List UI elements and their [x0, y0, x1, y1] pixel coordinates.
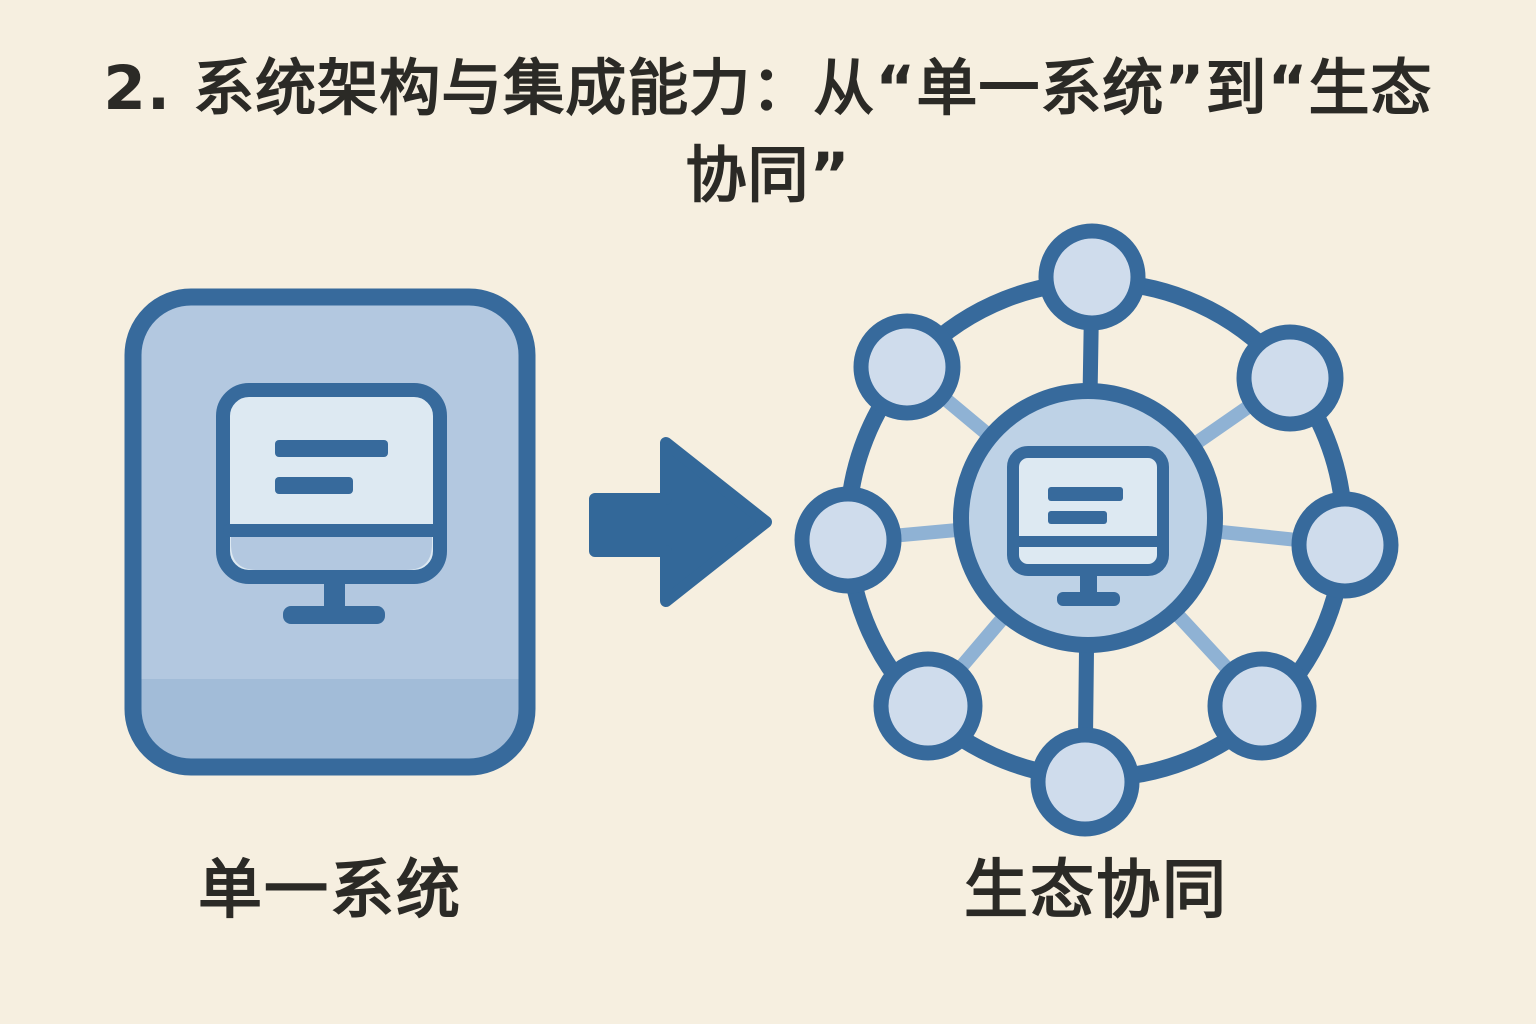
page-title: 2. 系统架构与集成能力：从“单一系统”到“生态 协同”: [0, 46, 1536, 219]
screen-text-line: [275, 477, 353, 494]
network-node: [794, 486, 902, 594]
desktop-monitor-icon: [216, 383, 447, 624]
network-node: [873, 651, 983, 761]
network-node: [1038, 223, 1146, 331]
screen-text-line: [1048, 511, 1107, 524]
page-title-line-2: 协同”: [685, 139, 851, 211]
single-system-label: 单一系统: [198, 854, 462, 928]
network-node: [1291, 491, 1399, 599]
network-nodes: [794, 223, 1399, 837]
right-arrow-icon: [589, 437, 772, 607]
network-node: [853, 313, 961, 421]
screen-text-line: [275, 440, 388, 457]
network-node: [1236, 324, 1344, 432]
ecosystem-network-icon: [794, 223, 1399, 837]
ecosystem-label: 生态协同: [964, 854, 1228, 928]
network-node: [1030, 727, 1140, 837]
network-node: [1207, 651, 1317, 761]
desktop-monitor-icon: [1007, 446, 1169, 606]
page-title-line-1: 2. 系统架构与集成能力：从“单一系统”到“生态: [103, 53, 1433, 124]
single-system-card: [124, 288, 536, 776]
network-hub: [953, 383, 1223, 653]
screen-text-line: [1048, 487, 1123, 501]
